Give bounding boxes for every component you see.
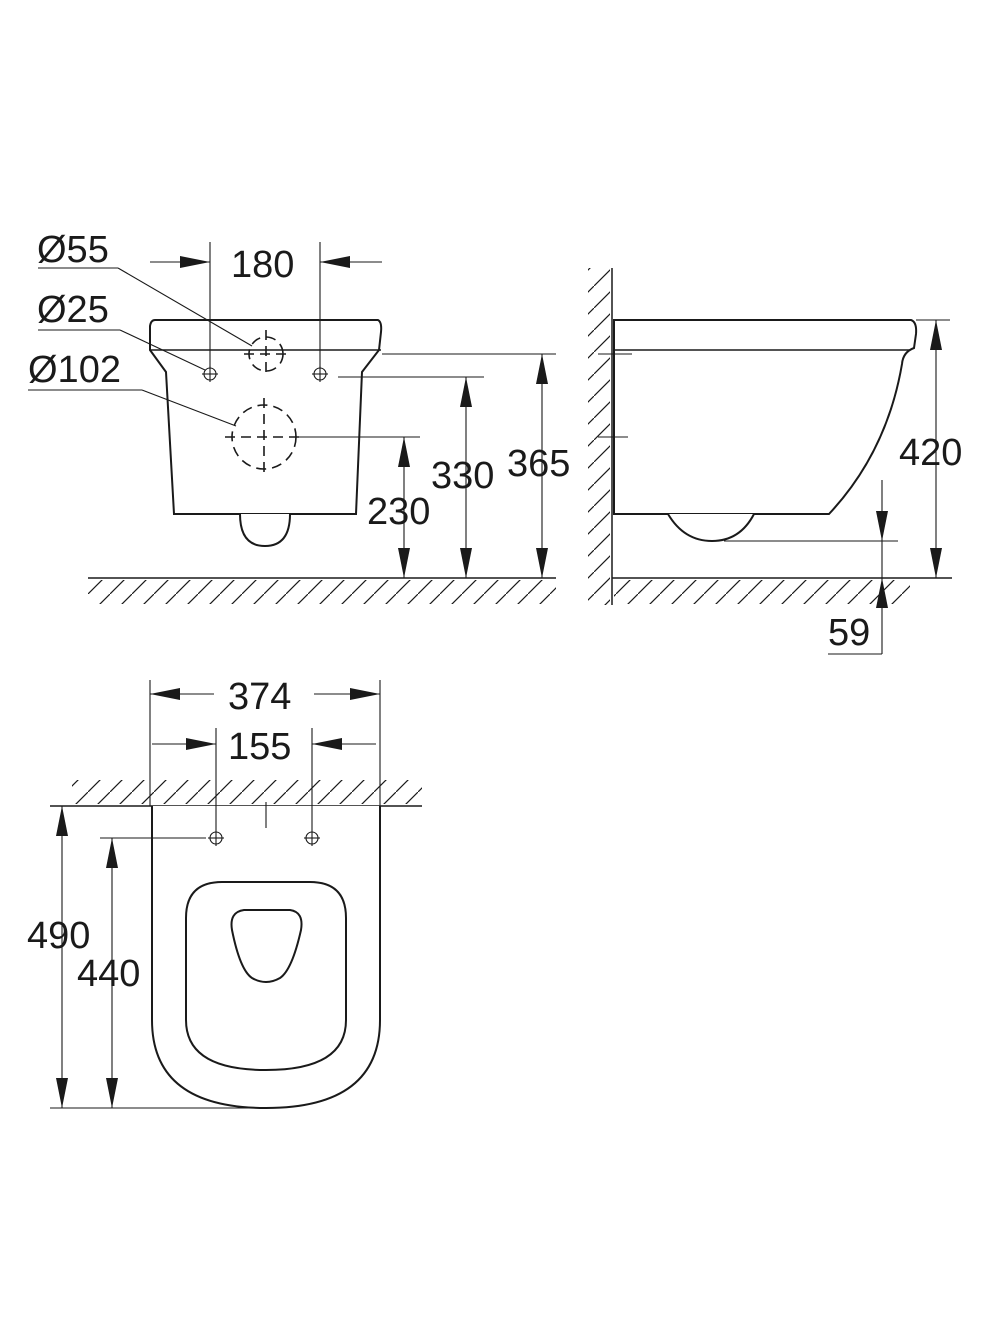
side-toilet-body (613, 319, 918, 515)
dim-440 (106, 838, 118, 1108)
side-view: 420 59 (588, 268, 962, 655)
side-trap (667, 513, 755, 543)
top-bolt-left (208, 830, 224, 846)
label-490: 490 (27, 915, 90, 957)
dim-420 (916, 319, 950, 578)
label-59: 59 (828, 612, 870, 654)
top-wall (50, 780, 422, 807)
top-bolt-right (304, 830, 320, 846)
top-view: 374 155 490 440 (27, 676, 422, 1110)
dim-374 (149, 680, 381, 806)
label-440: 440 (77, 953, 140, 995)
dim-155 (152, 728, 376, 830)
dim-180 (150, 242, 382, 368)
label-d102: Ø102 (28, 349, 121, 391)
label-365: 365 (507, 443, 570, 485)
dim-490 (50, 806, 266, 1109)
leader-d55 (117, 267, 253, 347)
dim-230 (398, 437, 410, 578)
label-420: 420 (899, 432, 962, 474)
label-330: 330 (431, 455, 494, 497)
dim-59 (724, 480, 898, 655)
side-floor (612, 577, 952, 604)
label-230: 230 (367, 491, 430, 533)
front-trap (239, 513, 291, 548)
label-d55: Ø55 (37, 229, 109, 271)
top-bowl-opening (230, 909, 303, 983)
label-d25: Ø25 (37, 289, 109, 331)
front-view: 180 Ø55 Ø25 Ø102 230 330 (28, 229, 570, 604)
front-floor (88, 577, 556, 604)
dim-330 (460, 377, 472, 578)
leader-d102 (141, 389, 237, 427)
leader-d25 (119, 329, 206, 371)
label-180: 180 (231, 244, 294, 286)
label-155: 155 (228, 726, 291, 768)
dim-365 (536, 354, 548, 578)
label-374: 374 (228, 676, 291, 718)
